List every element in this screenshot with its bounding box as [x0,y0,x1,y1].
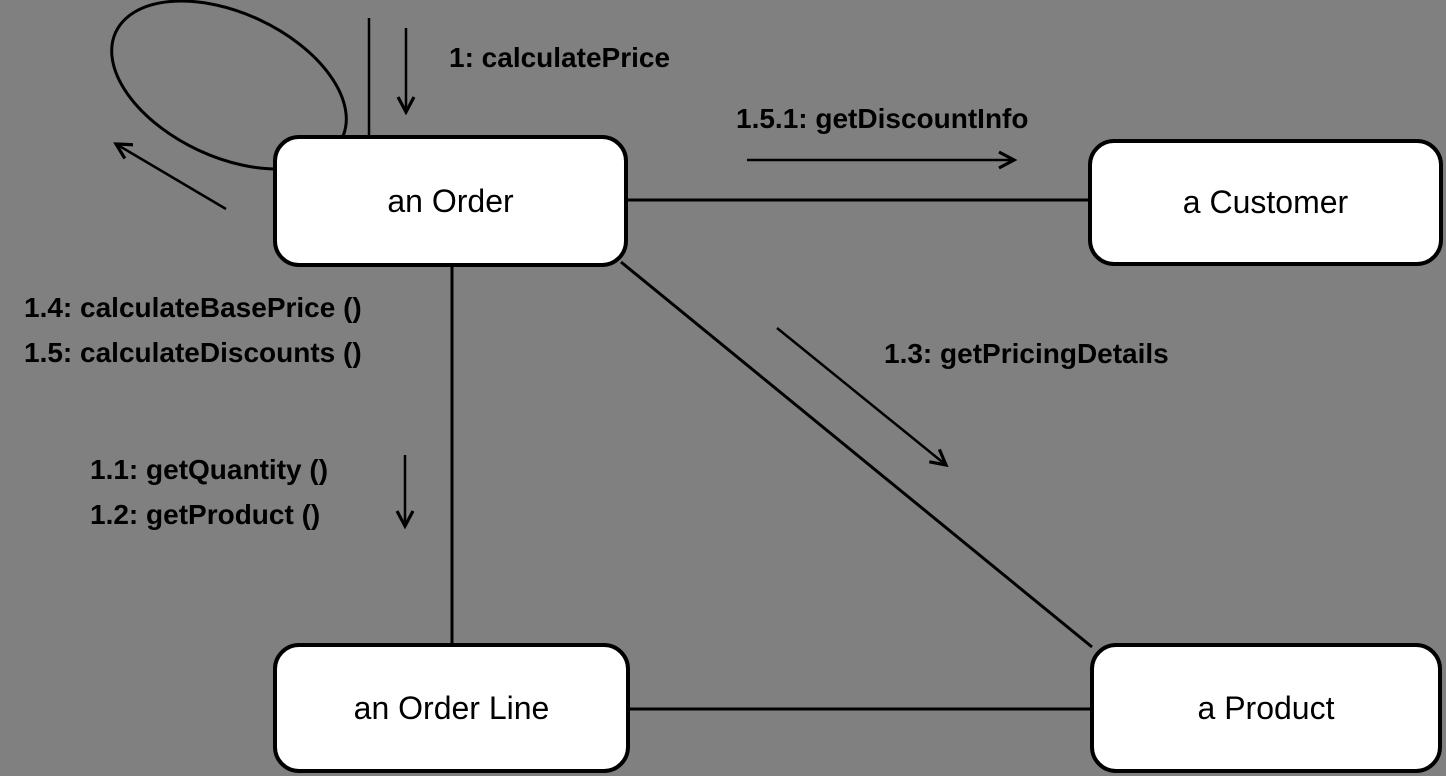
node-an-order-label: an Order [387,182,514,219]
message-label-1-5: 1.5: calculateDiscounts () [24,337,362,368]
node-a-customer-label: a Customer [1182,184,1349,220]
message-label-1: 1: calculatePrice [449,42,671,73]
message-label-1-3: 1.3: getPricingDetails [884,338,1169,369]
message-label-1-4: 1.4: calculateBasePrice () [24,292,362,323]
node-a-product: a Product [1090,643,1442,773]
node-an-order-line-label: an Order Line [353,689,550,726]
message-1-3-arrow [776,327,946,465]
node-a-product-label: a Product [1197,689,1335,726]
node-an-order: an Order [273,135,628,267]
node-a-customer: a Customer [1088,139,1443,266]
message-label-1-5-1: 1.5.1: getDiscountInfo [736,103,1029,134]
message-label-1-1: 1.1: getQuantity () [90,454,329,485]
self-call-arrow [116,144,227,211]
order-product-link [620,260,1093,649]
message-label-1-2: 1.2: getProduct () [90,499,321,530]
node-an-order-line: an Order Line [273,643,630,773]
